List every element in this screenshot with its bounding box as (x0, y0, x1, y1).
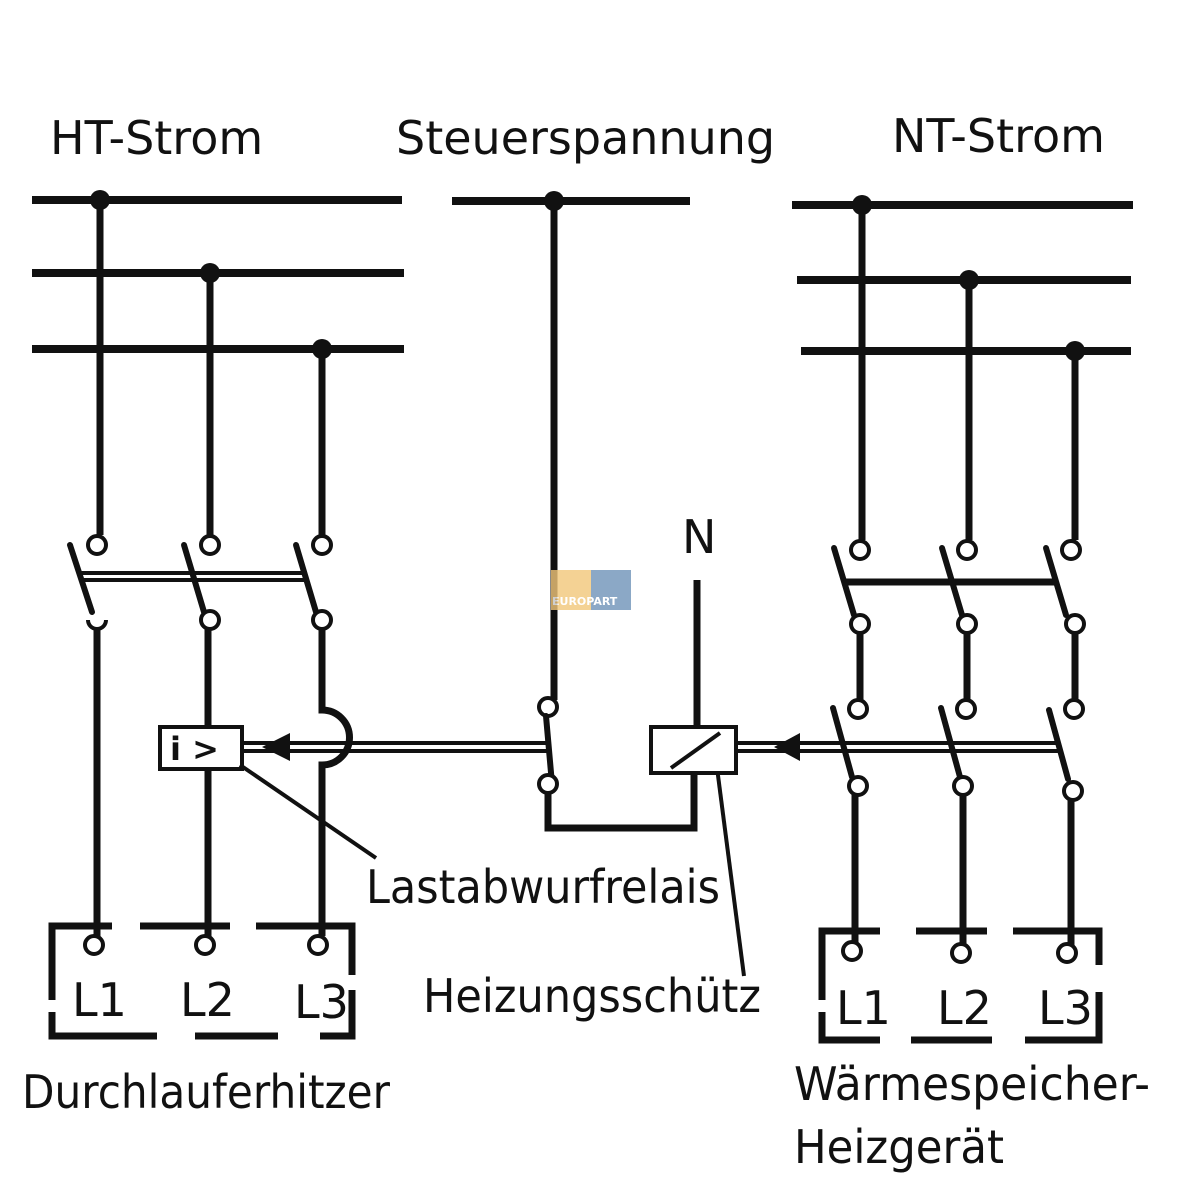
terminal-label-left-l1: L1 (72, 973, 127, 1027)
contactor-linkage (736, 733, 1060, 761)
terminal-label-right-l2: L2 (937, 981, 992, 1035)
durchlauferhitzer-label: Durchlauferhitzer (22, 1065, 390, 1119)
ht-main-switch (67, 534, 333, 631)
load-shedding-relay: i > (158, 725, 244, 771)
relay-symbol: i > (170, 730, 219, 768)
waermespeicher-terminal-block (818, 927, 1103, 1044)
terminal-label-right-l3: L3 (1038, 981, 1093, 1035)
nt-feed-wires (858, 205, 1079, 540)
waermespeicher-label-line1: Wärmespeicher- (794, 1057, 1150, 1111)
nt-mid-wires (856, 633, 1079, 700)
ht-output-wires (93, 629, 353, 936)
lastabwurfrelais-pointer (238, 763, 378, 860)
nt-output-wires (851, 795, 1075, 945)
neutral-label: N (682, 510, 716, 564)
nt-main-switch (831, 539, 1086, 635)
contactor-coil (649, 725, 738, 775)
terminal-label-right-l1: L1 (836, 981, 891, 1035)
control-voltage-circuit (452, 191, 698, 832)
waermespeicher-label-line2: Heizgerät (794, 1120, 1004, 1174)
steuerspannung-label: Steuerspannung (396, 111, 775, 165)
terminal-label-left-l2: L2 (180, 973, 235, 1027)
heizungsschuetz-pointer (714, 759, 746, 977)
heizungsschuetz-label: Heizungsschütz (423, 969, 761, 1023)
ht-bus-bars (32, 190, 404, 359)
nt-bus-bars (792, 195, 1133, 361)
ht-feed-wires (96, 200, 326, 535)
europart-watermark-logo: EUROPART (551, 570, 631, 610)
nt-strom-label: NT-Strom (892, 109, 1105, 163)
ht-strom-label: HT-Strom (50, 111, 263, 165)
watermark-text: EUROPART (552, 595, 618, 608)
lastabwurfrelais-label: Lastabwurfrelais (366, 860, 720, 914)
terminal-label-left-l3: L3 (294, 975, 349, 1029)
relay-linkage (242, 733, 548, 761)
durchlauferhitzer-terminal-block (48, 922, 356, 1040)
nt-contactor-contacts (830, 698, 1085, 802)
